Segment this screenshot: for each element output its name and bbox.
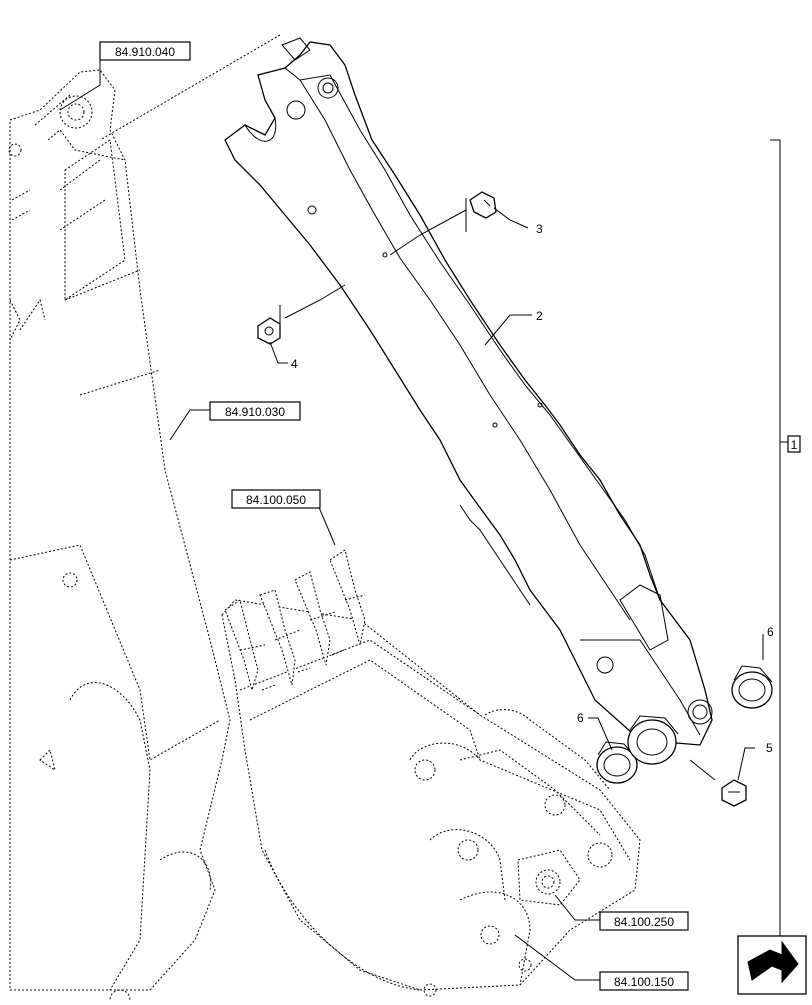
callout-grease-fitting-bottom: 5 [766,741,773,755]
svg-text:84.910.030: 84.910.030 [225,405,285,419]
svg-text:1: 1 [791,438,798,452]
ref-arm[interactable]: 84.910.030 [209,401,301,421]
bushing-center-icon [627,715,679,765]
grease-fitting-bottom-icon [721,779,747,807]
svg-text:84.100.050: 84.100.050 [246,493,306,507]
dipper-arm [224,37,713,746]
bucket [221,599,641,997]
callout-assembly: 1 [787,435,801,453]
grease-fitting-top-icon [469,191,497,219]
svg-text:84.910.040: 84.910.040 [115,45,175,59]
callout-grease-fitting-top: 3 [536,222,543,236]
ref-bucket-link[interactable]: 84.100.250 [599,911,689,931]
callout-bushing-right: 6 [767,625,774,639]
arrow-return-icon[interactable] [737,935,807,995]
bucket-teeth [224,549,366,692]
callout-bushing-left: 6 [577,711,584,725]
ref-bucket-teeth[interactable]: 84.100.050 [231,489,321,509]
svg-text:84.100.150: 84.100.150 [614,975,674,989]
svg-text:84.100.250: 84.100.250 [614,915,674,929]
ref-bucket[interactable]: 84.100.150 [599,971,689,991]
bushing-right-icon [731,665,773,709]
callout-grease-fitting-left: 4 [291,357,298,371]
callout-dipper-arm: 2 [536,309,543,323]
grease-fitting-left-icon [257,317,281,345]
boom-ghost [8,34,281,1005]
ref-boom[interactable]: 84.910.040 [99,41,191,61]
